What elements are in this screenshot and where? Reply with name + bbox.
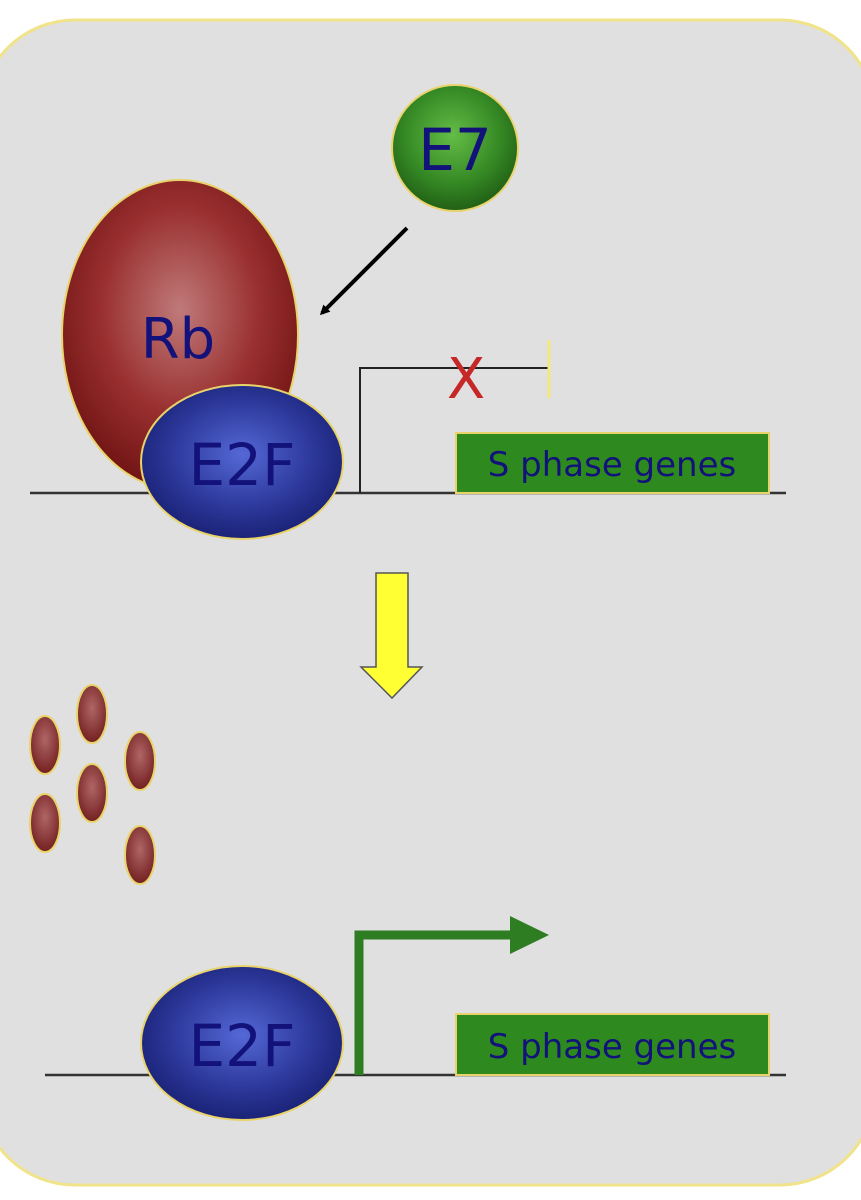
x-mark-icon: X [447,347,485,412]
rb-fragments [29,684,156,885]
e7-binds-rb-arrow [319,226,409,316]
down-arrow-icon [359,572,424,700]
rb-fragment [124,825,156,885]
bottom-section: S phase genes E2F [29,684,786,1121]
e2f-label-top: E2F [189,431,296,499]
right-arrow-icon [354,930,512,1075]
s-phase-genes-box-top [455,432,770,494]
s-phase-genes-label-bottom: S phase genes [488,1027,736,1067]
top-section: X S phase genes Rb E2F E7 [30,84,786,540]
rb-fragment [29,793,61,853]
s-phase-genes-label-top: S phase genes [488,445,736,485]
s-phase-genes-box-bottom [455,1013,770,1076]
blocked-transcription-line [359,367,548,493]
transcription-arrow-head [510,916,549,954]
e7-protein [391,84,519,212]
rb-fragment [124,731,156,791]
rb-fragment [76,763,108,823]
e2f-label-bottom: E2F [189,1012,296,1080]
e7-label: E7 [418,116,492,184]
e2f-protein-free [140,965,344,1121]
rb-label: Rb [141,307,215,372]
rb-fragment [29,715,61,775]
rb-fragment [76,684,108,744]
e2f-protein-bound [140,384,344,540]
